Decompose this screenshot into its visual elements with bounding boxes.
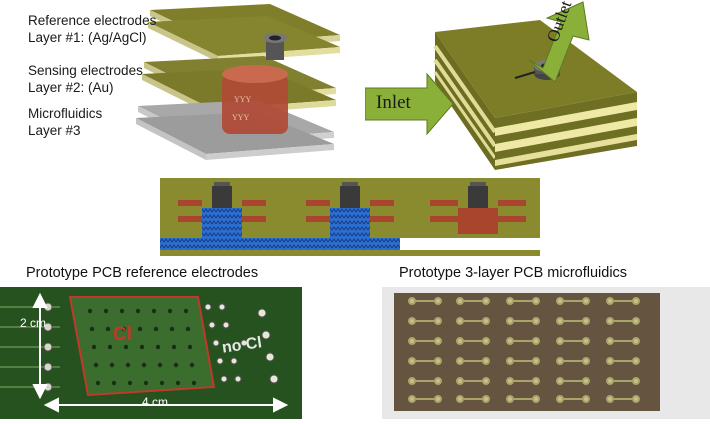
svg-text:YYY: YYY (232, 113, 250, 122)
left-photo-caption: Prototype PCB reference electrodes (26, 265, 259, 281)
sensing-layer-subtitle: Layer #2: (Au) (28, 80, 114, 95)
height-dimension-label: 2 cm (20, 316, 47, 330)
reference-layer-label: Reference electrodes Layer #1: (Ag/AgCl) (28, 12, 156, 46)
sensing-layer-title: Sensing electrodes (28, 63, 143, 78)
microfluidics-layer-label: Microfluidics Layer #3 (28, 105, 102, 139)
reference-layer-title: Reference electrodes (28, 13, 157, 28)
reference-layer-subtitle: Layer #1: (Ag/AgCl) (28, 30, 147, 45)
width-dimension-label: 4 cm (142, 395, 169, 409)
microfluidics-pcb-board (394, 293, 660, 411)
cl-region-label: Cl (113, 324, 132, 345)
reference-electrode-pcb-photo (0, 287, 302, 419)
microfluidics-layer-subtitle: Layer #3 (28, 123, 81, 138)
svg-text:YYY: YYY (234, 95, 252, 104)
microfluidics-layer-title: Microfluidics (28, 106, 103, 121)
inlet-label: Inlet (376, 92, 411, 113)
assembled-block-diagram (365, 1, 637, 170)
microfluidics-pcb-photo (382, 287, 710, 419)
right-photo-caption: Prototype 3-layer PCB microfluidics (399, 265, 628, 281)
exploded-layer-stack: YYY YYY (136, 4, 340, 160)
cross-section-diagram (160, 178, 540, 256)
sensing-layer-label: Sensing electrodes Layer #2: (Au) (28, 62, 143, 96)
